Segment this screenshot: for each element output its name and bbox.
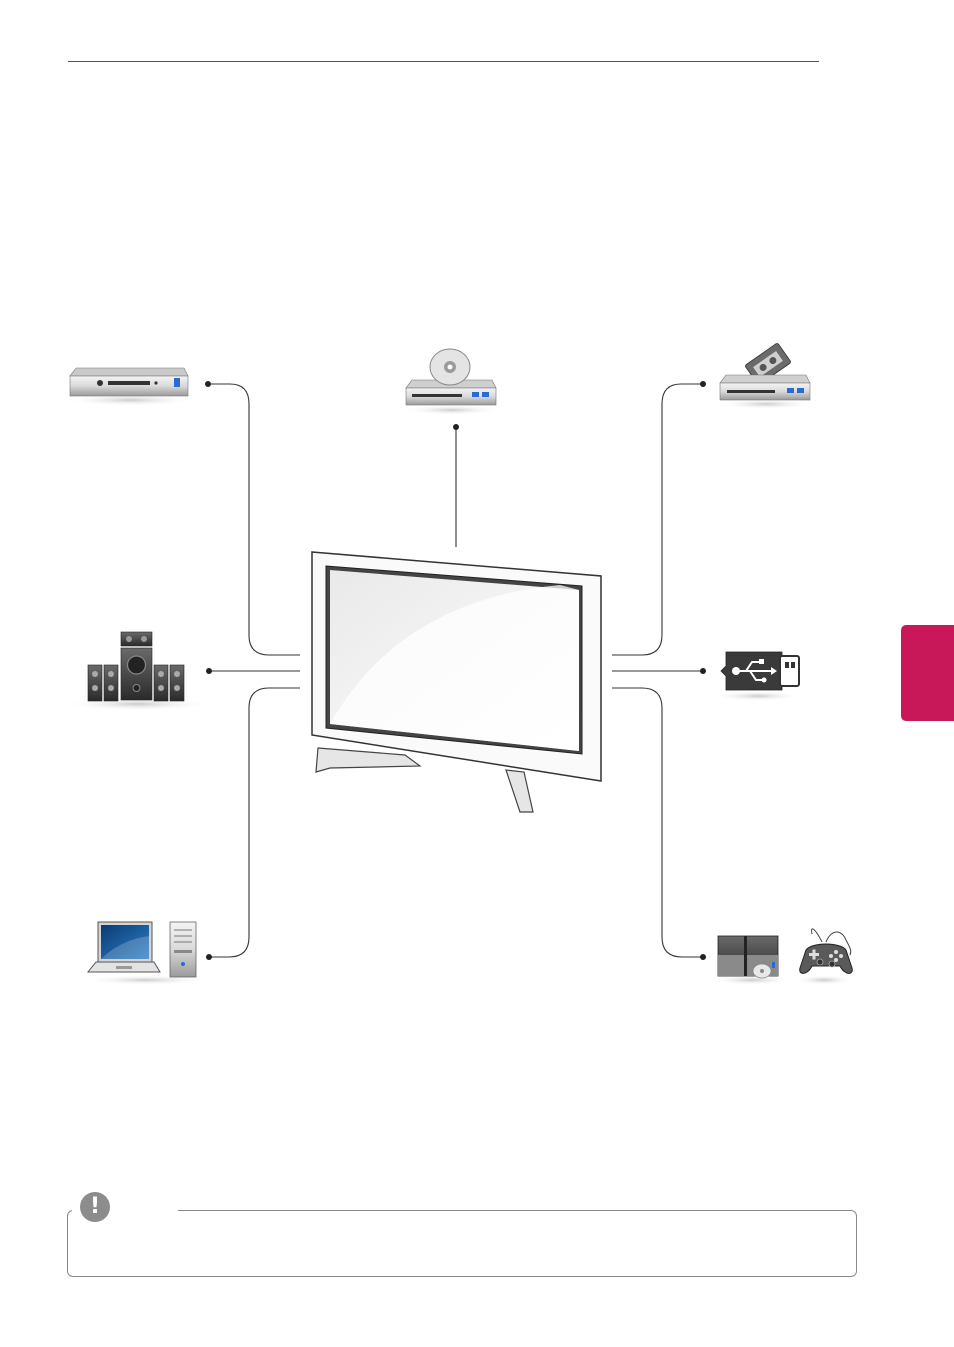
hd-receiver-icon (404, 349, 500, 415)
exclamation-icon: ! (80, 1192, 110, 1222)
line-dvd-recorder (208, 384, 300, 655)
dot-vcr (700, 381, 706, 387)
line-pc (209, 688, 300, 957)
dot-usb (700, 668, 706, 674)
note-box (67, 1210, 857, 1277)
usb-drive-icon (714, 652, 802, 701)
tv-icon (312, 552, 601, 812)
dot-dvd-recorder (205, 381, 211, 387)
line-media-game (612, 688, 703, 957)
dvd-recorder-icon (64, 368, 196, 406)
speaker-system-icon (64, 632, 212, 711)
dot-hd-receiver (453, 424, 459, 430)
vcr-icon (718, 343, 814, 409)
dot-media-game (700, 954, 706, 960)
line-vcr (612, 384, 703, 655)
dot-pc (206, 954, 212, 960)
dot-speakers (206, 668, 212, 674)
laptop-desktop-icon (84, 922, 208, 985)
player-gamepad-icon (712, 929, 854, 985)
